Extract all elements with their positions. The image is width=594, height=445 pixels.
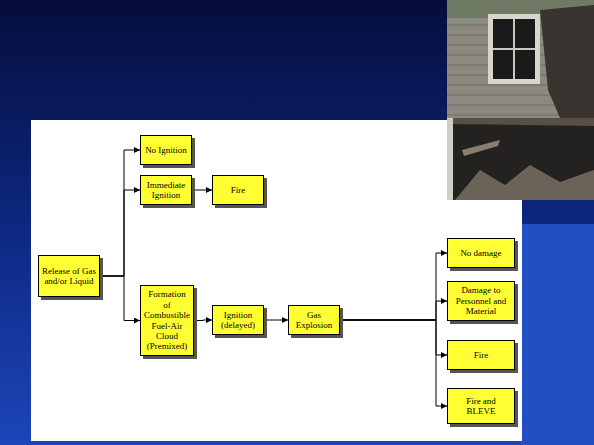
flow-arrow: [340, 301, 447, 320]
box-label: Release of Gas and/or Liquid: [42, 266, 96, 287]
flow-arrow: [340, 320, 447, 406]
flow-arrow: [100, 190, 140, 276]
box-label: Immediate Ignition: [144, 180, 188, 201]
flow-arrow: [100, 150, 140, 276]
flow-arrow: [340, 320, 447, 355]
process-box: Immediate Ignition: [140, 175, 192, 205]
process-box: Gas Explosion: [288, 305, 340, 335]
process-box: Release of Gas and/or Liquid: [38, 255, 100, 297]
box-label: No damage: [460, 248, 501, 258]
flow-arrow: [264, 320, 288, 321]
flow-arrow: [100, 276, 140, 321]
process-box: Fire and BLEVE: [447, 388, 515, 424]
box-label: Fire and BLEVE: [451, 396, 511, 417]
process-box: Ignition (delayed): [212, 305, 264, 335]
box-label: Ignition (delayed): [216, 310, 260, 331]
process-box: Fire: [447, 340, 515, 370]
box-label: No Ignition: [145, 145, 187, 155]
box-label: Gas Explosion: [292, 310, 336, 331]
box-label: Damage to Personnel and Material: [451, 285, 511, 316]
house-photo: [447, 0, 594, 200]
box-label: Fire: [474, 350, 489, 360]
process-box: Formation of Combustible Fuel-Air Cloud …: [140, 285, 194, 356]
flow-arrow: [340, 253, 447, 320]
process-box: Fire: [212, 175, 264, 205]
blue-panel: [520, 224, 594, 445]
process-box: Damage to Personnel and Material: [447, 281, 515, 321]
process-box: No Ignition: [140, 135, 192, 165]
box-label: Formation of Combustible Fuel-Air Cloud …: [144, 289, 190, 351]
box-label: Fire: [231, 185, 246, 195]
flow-arrow: [192, 190, 212, 191]
flow-arrow: [194, 320, 212, 322]
process-box: No damage: [447, 238, 515, 268]
